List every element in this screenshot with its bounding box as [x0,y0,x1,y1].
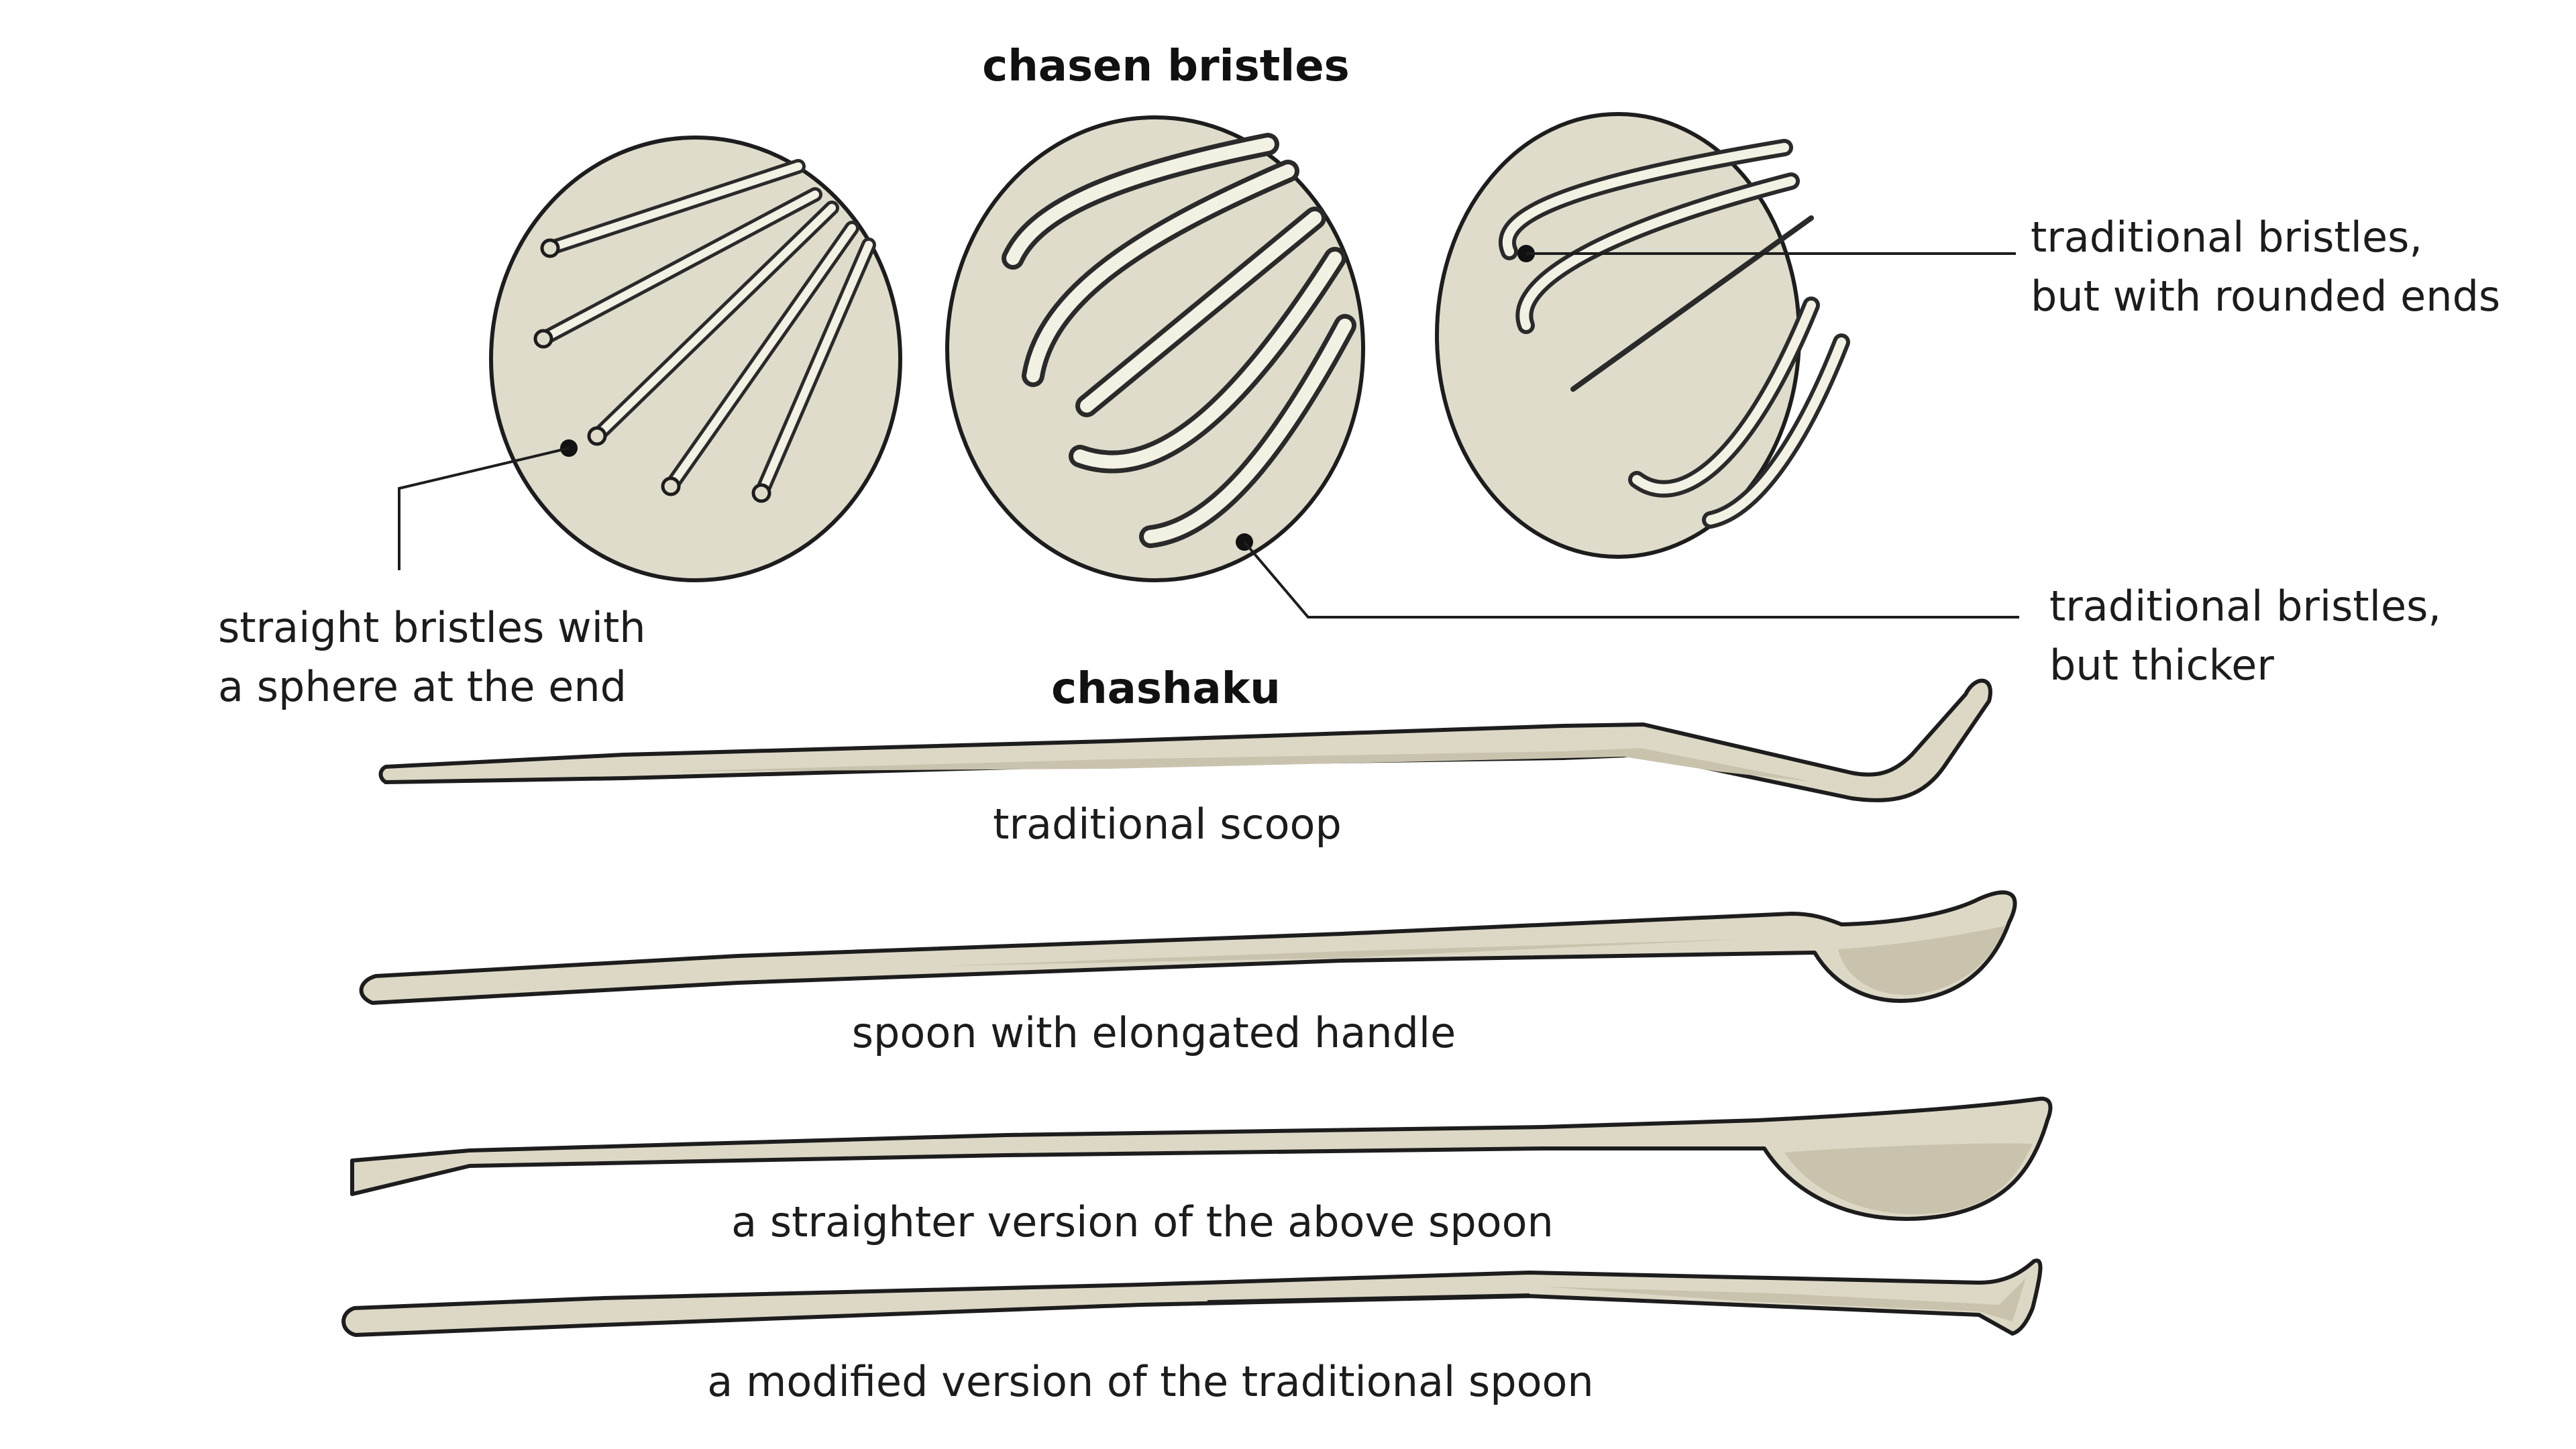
bristle-circle-thicker [945,115,1365,582]
scoop-traditional [378,678,1992,802]
bristle-label-sphere-end-line-2: a sphere at the end [218,662,627,711]
bristle-label-thicker-line-2: but thicker [2049,641,2274,690]
bristle-label-thicker: traditional bristles, but thicker [2049,577,2441,695]
bristle-label-rounded-ends: traditional bristles, but with rounded e… [2031,208,2500,326]
bristle-label-sphere-end-line-1: straight bristles with [218,603,646,652]
scoop-label-modified: a modified version of the traditional sp… [707,1357,1594,1406]
bristle-label-rounded-ends-line-1: traditional bristles, [2031,213,2423,262]
thicker-bristles [1002,133,1356,548]
scoop-modified [341,1258,2043,1337]
bristle-label-sphere-end: straight bristles with a sphere at the e… [218,598,646,716]
leader-thicker [1236,533,2019,619]
chashaku-heading: chashaku [1051,664,1281,714]
sphere-end-bristles [533,159,876,503]
leader-rounded-ends [1517,245,2016,262]
bristle-circle-rounded-ends [1435,112,1850,559]
chasen-heading: chasen bristles [982,42,1350,91]
leader-sphere-end [398,439,578,570]
scoop-straighter [350,1096,2053,1221]
scoop-label-traditional: traditional scoop [993,800,1342,849]
bristle-label-rounded-ends-line-2: but with rounded ends [2031,272,2501,321]
scoop-label-straighter: a straighter version of the above spoon [731,1197,1554,1246]
bristle-label-thicker-line-1: traditional bristles, [2049,582,2442,631]
scoop-label-elongated-handle: spoon with elongated handle [851,1008,1456,1057]
bristle-circle-sphere-end [489,136,902,582]
scoop-elongated-handle [359,890,2017,1005]
